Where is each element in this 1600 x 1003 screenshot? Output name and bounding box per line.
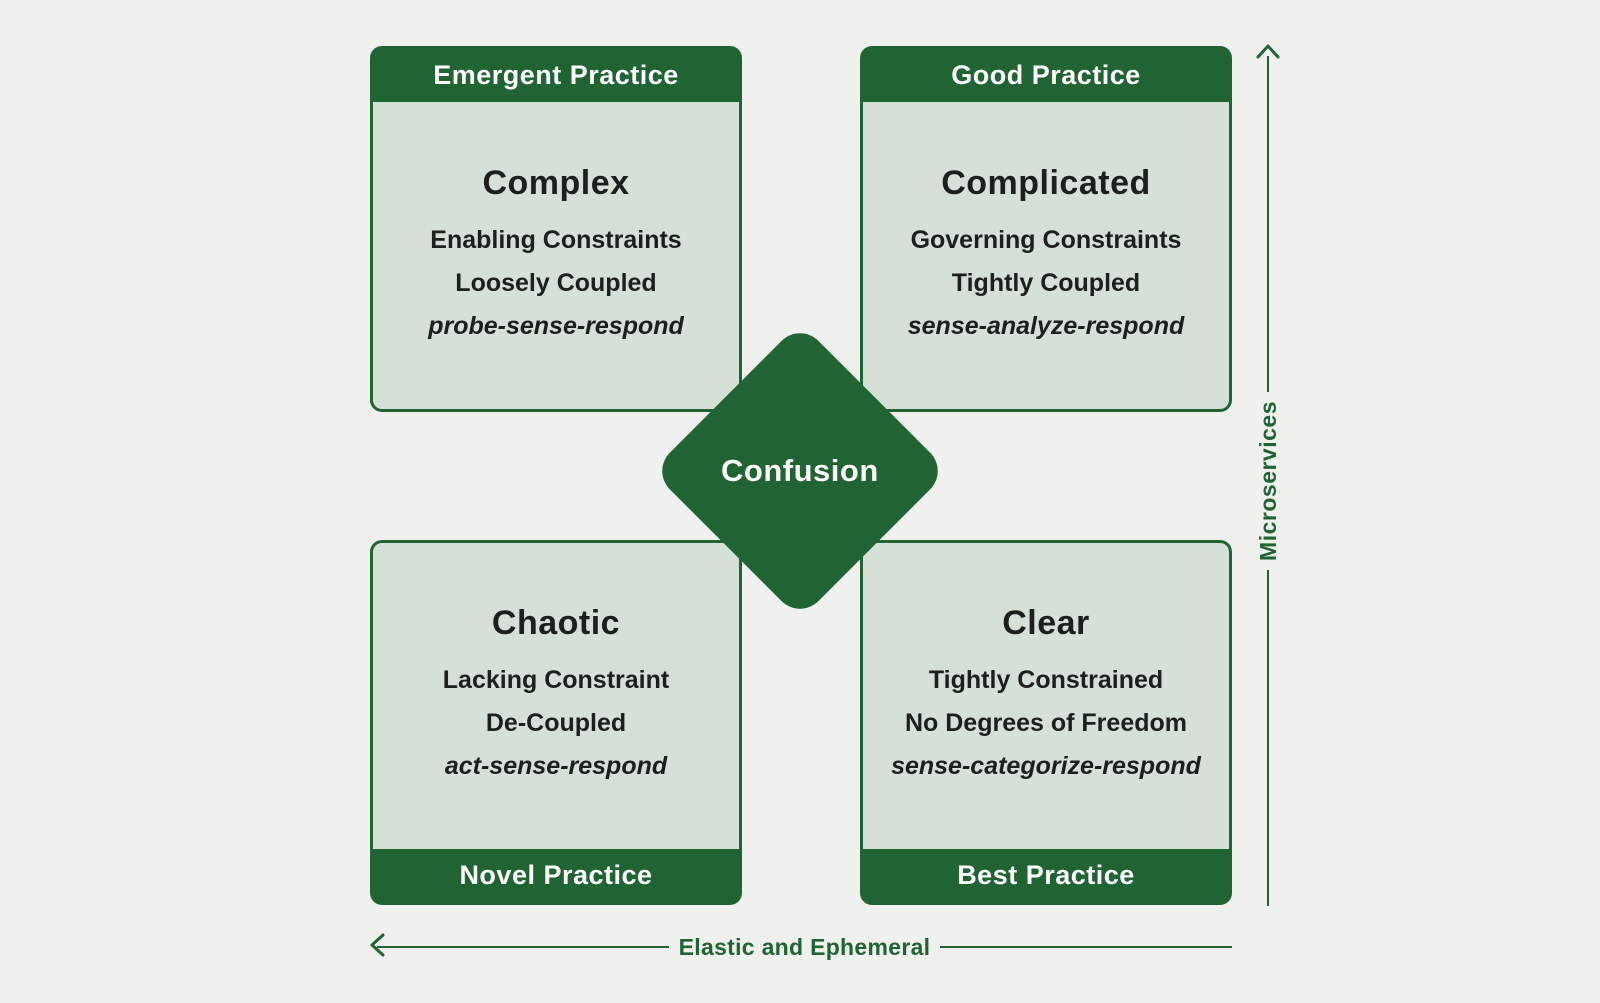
quadrant-chaotic-body: Chaotic Lacking Constraint De-Coupled ac… xyxy=(373,543,739,849)
quadrant-line: Loosely Coupled xyxy=(455,268,657,297)
quadrant-clear-body: Clear Tightly Constrained No Degrees of … xyxy=(863,543,1229,849)
axis-line-segment xyxy=(940,946,1233,948)
quadrant-decision-model: act-sense-respond xyxy=(444,752,668,780)
banner-emergent-practice: Emergent Practice xyxy=(373,49,739,102)
quadrant-line: Tightly Coupled xyxy=(951,268,1141,297)
quadrant-clear: Clear Tightly Constrained No Degrees of … xyxy=(860,540,1232,905)
quadrant-title-complicated: Complicated xyxy=(941,163,1151,202)
quadrant-decision-model: sense-categorize-respond xyxy=(891,752,1201,780)
quadrant-decision-model: probe-sense-respond xyxy=(428,311,684,340)
quadrant-line: No Degrees of Freedom xyxy=(904,709,1187,737)
quadrant-title-chaotic: Chaotic xyxy=(491,604,621,642)
quadrant-complicated: Good Practice Complicated Governing Cons… xyxy=(860,46,1232,412)
quadrant-title-complex: Complex xyxy=(482,163,630,202)
confusion-label: Confusion xyxy=(721,453,879,488)
quadrant-complex-body: Complex Enabling Constraints Loosely Cou… xyxy=(373,102,739,409)
axis-line-segment xyxy=(377,946,669,948)
quadrant-chaotic: Chaotic Lacking Constraint De-Coupled ac… xyxy=(370,540,742,905)
quadrant-line: Tightly Constrained xyxy=(928,666,1164,694)
banner-good-practice: Good Practice xyxy=(863,49,1229,102)
axis-label-microservices: Microservices xyxy=(1254,401,1281,561)
axis-line-segment xyxy=(1267,569,1269,906)
banner-novel-practice: Novel Practice xyxy=(373,849,739,902)
quadrant-decision-model: sense-analyze-respond xyxy=(907,311,1185,340)
axis-line-segment xyxy=(1267,56,1269,393)
quadrant-line: Enabling Constraints xyxy=(430,225,682,254)
quadrant-line: Governing Constraints xyxy=(910,225,1182,254)
quadrant-complex: Emergent Practice Complex Enabling Const… xyxy=(370,46,742,412)
axis-microservices: Microservices xyxy=(1253,42,1283,906)
arrow-up-icon xyxy=(1254,42,1282,64)
quadrant-title-clear: Clear xyxy=(1002,604,1090,642)
axis-elastic-ephemeral: Elastic and Ephemeral xyxy=(368,931,1233,964)
quadrant-line: De-Coupled xyxy=(485,709,627,737)
axis-label-elastic-ephemeral: Elastic and Ephemeral xyxy=(678,933,931,960)
quadrant-line: Lacking Constraint xyxy=(442,666,670,694)
banner-best-practice: Best Practice xyxy=(863,849,1229,902)
arrow-left-icon xyxy=(368,931,385,964)
quadrant-complicated-body: Complicated Governing Constraints Tightl… xyxy=(863,102,1229,409)
